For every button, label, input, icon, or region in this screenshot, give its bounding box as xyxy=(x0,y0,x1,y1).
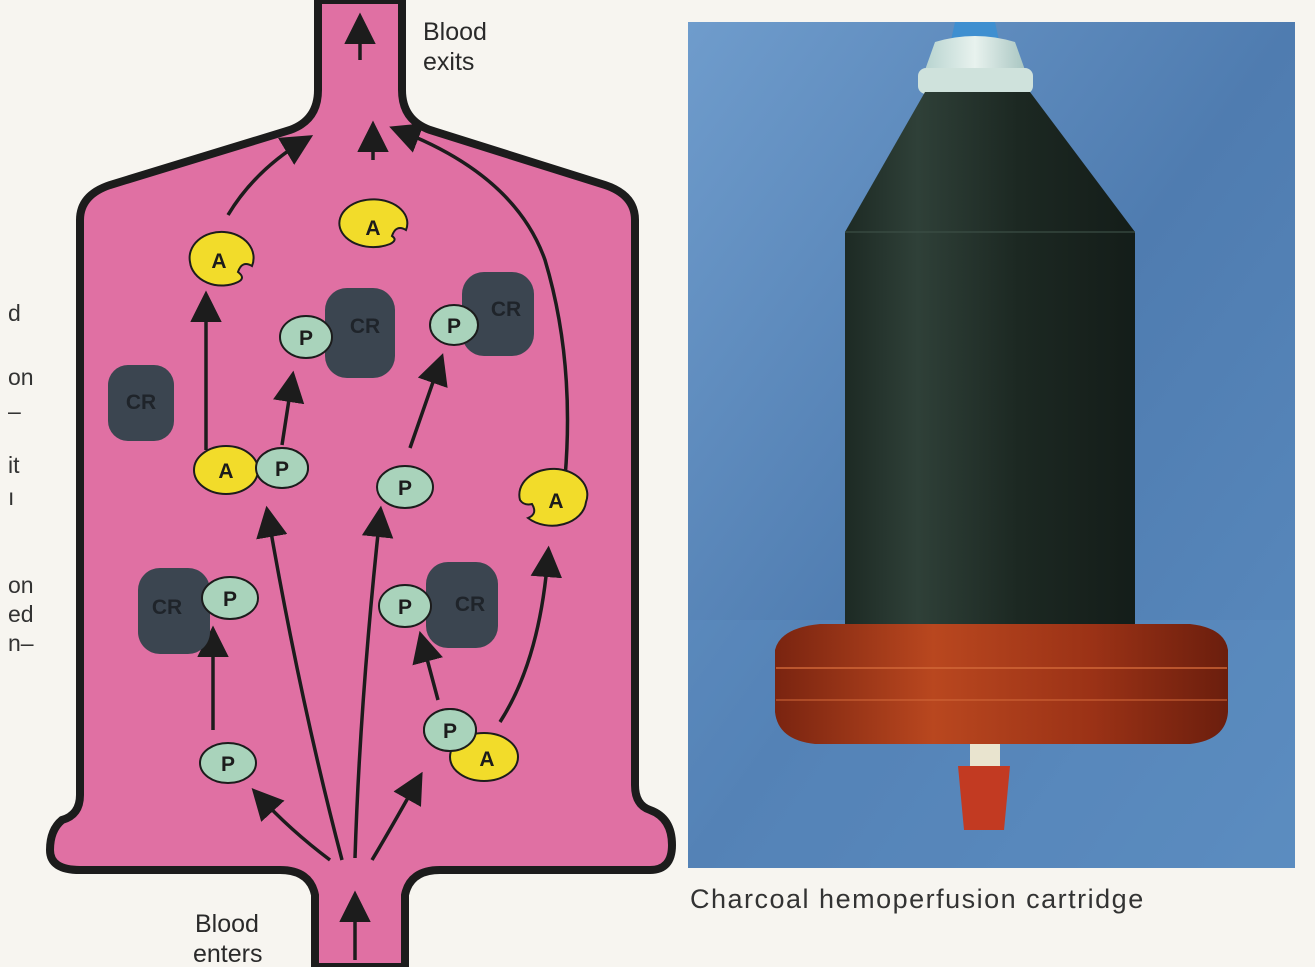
resin-label: CR xyxy=(350,315,380,338)
albumin-label: A xyxy=(479,748,494,771)
cartridge-outlet-tube xyxy=(970,744,1000,768)
protein-label: P xyxy=(299,327,313,350)
cartridge-photo xyxy=(688,22,1295,868)
cartridge-collar xyxy=(918,68,1033,94)
photo-caption: Charcoal hemoperfusion cartridge xyxy=(690,884,1300,915)
resin-label: CR xyxy=(126,391,156,414)
albumin-label: A xyxy=(218,460,233,483)
protein-label: P xyxy=(223,588,237,611)
albumin-label: A xyxy=(365,217,380,240)
blood-enters-label: enters xyxy=(193,940,262,967)
protein-label: P xyxy=(221,753,235,776)
protein-label: P xyxy=(398,596,412,619)
margin-fragment: n– xyxy=(8,630,34,656)
margin-fragment: it xyxy=(8,452,20,478)
margin-fragment: ed xyxy=(8,601,34,627)
margin-fragment: ı xyxy=(8,484,14,510)
margin-fragment: d xyxy=(8,300,21,326)
blood-exits-label: Blood xyxy=(423,18,487,46)
blood-enters-label: Blood xyxy=(195,910,259,938)
albumin-label: A xyxy=(548,490,563,513)
margin-fragment: on xyxy=(8,364,34,390)
margin-fragment: – xyxy=(8,398,21,424)
resin-label: CR xyxy=(455,593,485,616)
margin-fragment: on xyxy=(8,572,34,598)
resin-label: CR xyxy=(152,596,182,619)
cartridge-cap xyxy=(925,36,1025,70)
protein-label: P xyxy=(398,477,412,500)
resin-label: CR xyxy=(491,298,521,321)
albumin-label: A xyxy=(211,250,226,273)
cartridge-base xyxy=(775,624,1228,744)
protein-label: P xyxy=(447,315,461,338)
cartridge-outlet-plug xyxy=(958,766,1010,830)
protein-label: P xyxy=(443,720,457,743)
protein-label: P xyxy=(275,458,289,481)
blood-exits-label: exits xyxy=(423,48,474,76)
